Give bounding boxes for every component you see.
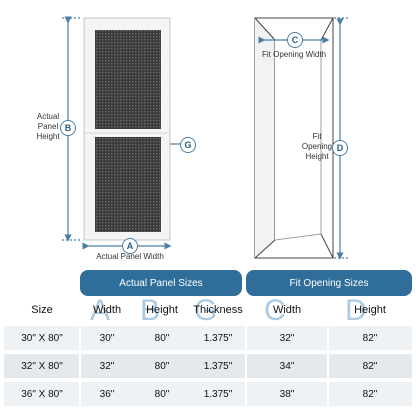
- cell-width: 30": [99, 332, 115, 344]
- col-header-fit-width: Width: [272, 304, 302, 316]
- cell-fit-height: 82": [362, 388, 378, 400]
- cell-fit-width: 34": [279, 360, 295, 372]
- fit-opening-sizes-header: Fit Opening Sizes: [246, 270, 412, 296]
- badge-c: C: [287, 32, 303, 48]
- badge-b: B: [60, 120, 76, 136]
- actual-panel-sizes-header: Actual Panel Sizes: [80, 270, 242, 296]
- col-header-fit-height: Height: [354, 304, 386, 316]
- door-opening: [254, 17, 334, 259]
- cell-height: 80": [154, 360, 170, 372]
- diagram-drawing: [62, 16, 348, 260]
- column-letter-d: D: [345, 294, 367, 327]
- cell-thickness: 1.375": [203, 332, 233, 344]
- column-divider: [245, 326, 247, 406]
- row-background: [4, 354, 412, 378]
- fit-opening-width-label: Fit Opening Width: [261, 50, 327, 59]
- cell-width: 36": [99, 388, 115, 400]
- cell-size: 36" X 80": [21, 388, 63, 400]
- col-header-height: Height: [146, 304, 178, 316]
- col-header-size: Size: [31, 304, 53, 316]
- col-header-thickness: Thickness: [193, 304, 243, 316]
- column-letter-c: C: [264, 294, 286, 327]
- screen-door: [83, 17, 171, 241]
- cell-size: 32" X 80": [21, 360, 63, 372]
- column-letter-g: G: [194, 294, 218, 327]
- cell-fit-height: 82": [362, 360, 378, 372]
- badge-d: D: [332, 140, 348, 156]
- lower-screen-mesh: [95, 137, 161, 232]
- cell-thickness: 1.375": [203, 360, 233, 372]
- cell-width: 32": [99, 360, 115, 372]
- col-header-width: Width: [92, 304, 122, 316]
- badge-g: G: [180, 137, 196, 153]
- cell-height: 80": [154, 388, 170, 400]
- cell-size: 30" X 80": [21, 332, 63, 344]
- column-divider: [79, 326, 81, 406]
- cell-fit-height: 82": [362, 332, 378, 344]
- column-divider: [327, 326, 329, 406]
- row-background: [4, 326, 412, 350]
- cell-fit-width: 32": [279, 332, 295, 344]
- actual-panel-width-label: Actual Panel Width: [96, 252, 164, 261]
- column-letter-a: A: [90, 294, 111, 327]
- badge-a: A: [122, 238, 138, 254]
- cell-fit-width: 38": [279, 388, 295, 400]
- fit-opening-height-label: Fit Opening Height: [301, 132, 333, 161]
- upper-screen-mesh: [95, 30, 161, 129]
- size-table: Actual Panel Sizes Fit Opening Sizes A B…: [0, 268, 416, 416]
- column-letter-b: B: [140, 294, 161, 327]
- door-diagram: Actual Panel Height Actual Panel Width F…: [36, 16, 348, 261]
- row-background: [4, 382, 412, 406]
- cell-height: 80": [154, 332, 170, 344]
- cell-thickness: 1.375": [203, 388, 233, 400]
- actual-panel-height-label: Actual Panel Height: [36, 112, 60, 141]
